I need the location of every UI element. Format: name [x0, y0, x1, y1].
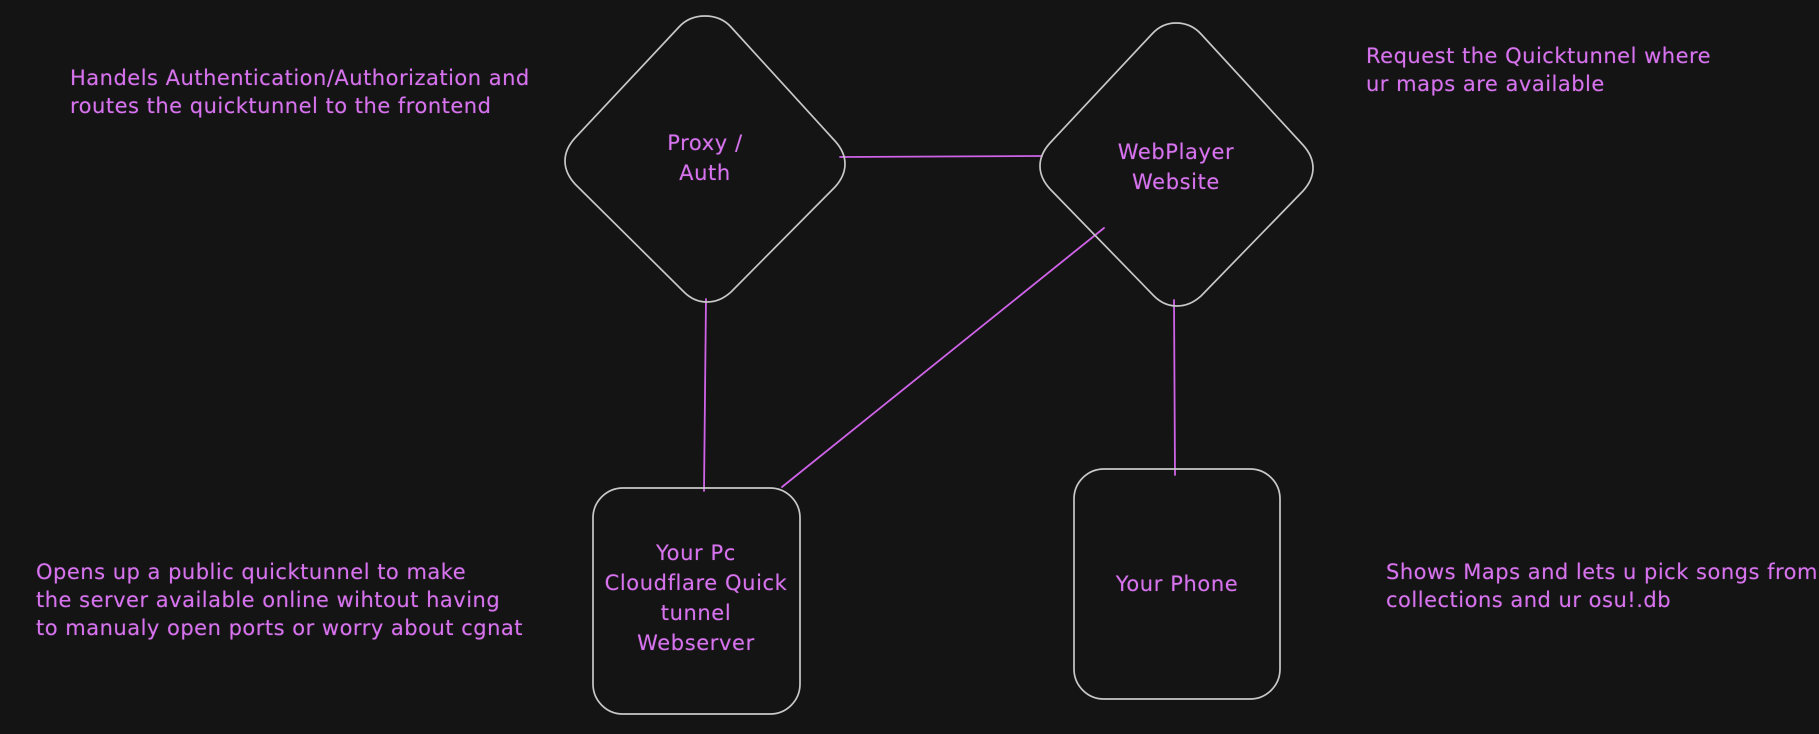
annotation-your-phone: Shows Maps and lets u pick songs from co…	[1386, 560, 1818, 612]
edge-webplayer-to-your-pc	[781, 227, 1105, 488]
annotation-webplayer-website: Request the Quicktunnel where ur maps ar…	[1366, 44, 1712, 96]
annotation-proxy-auth: Handels Authentication/Authorization and…	[70, 66, 530, 118]
annotation-your-pc: Opens up a public quicktunnel to make th…	[36, 560, 523, 640]
edge-proxy-to-webplayer	[839, 155, 1043, 158]
node-label-webplayer-website: WebPlayer Website	[1117, 140, 1235, 194]
node-label-your-phone: Your Phone	[1115, 572, 1239, 596]
node-label-proxy-auth: Proxy / Auth	[667, 131, 743, 185]
edge-webplayer-to-your-phone	[1173, 299, 1176, 476]
node-label-your-pc: Your Pc Cloudflare Quick tunnel Webserve…	[604, 541, 788, 655]
edge-proxy-to-your-pc	[703, 298, 707, 492]
